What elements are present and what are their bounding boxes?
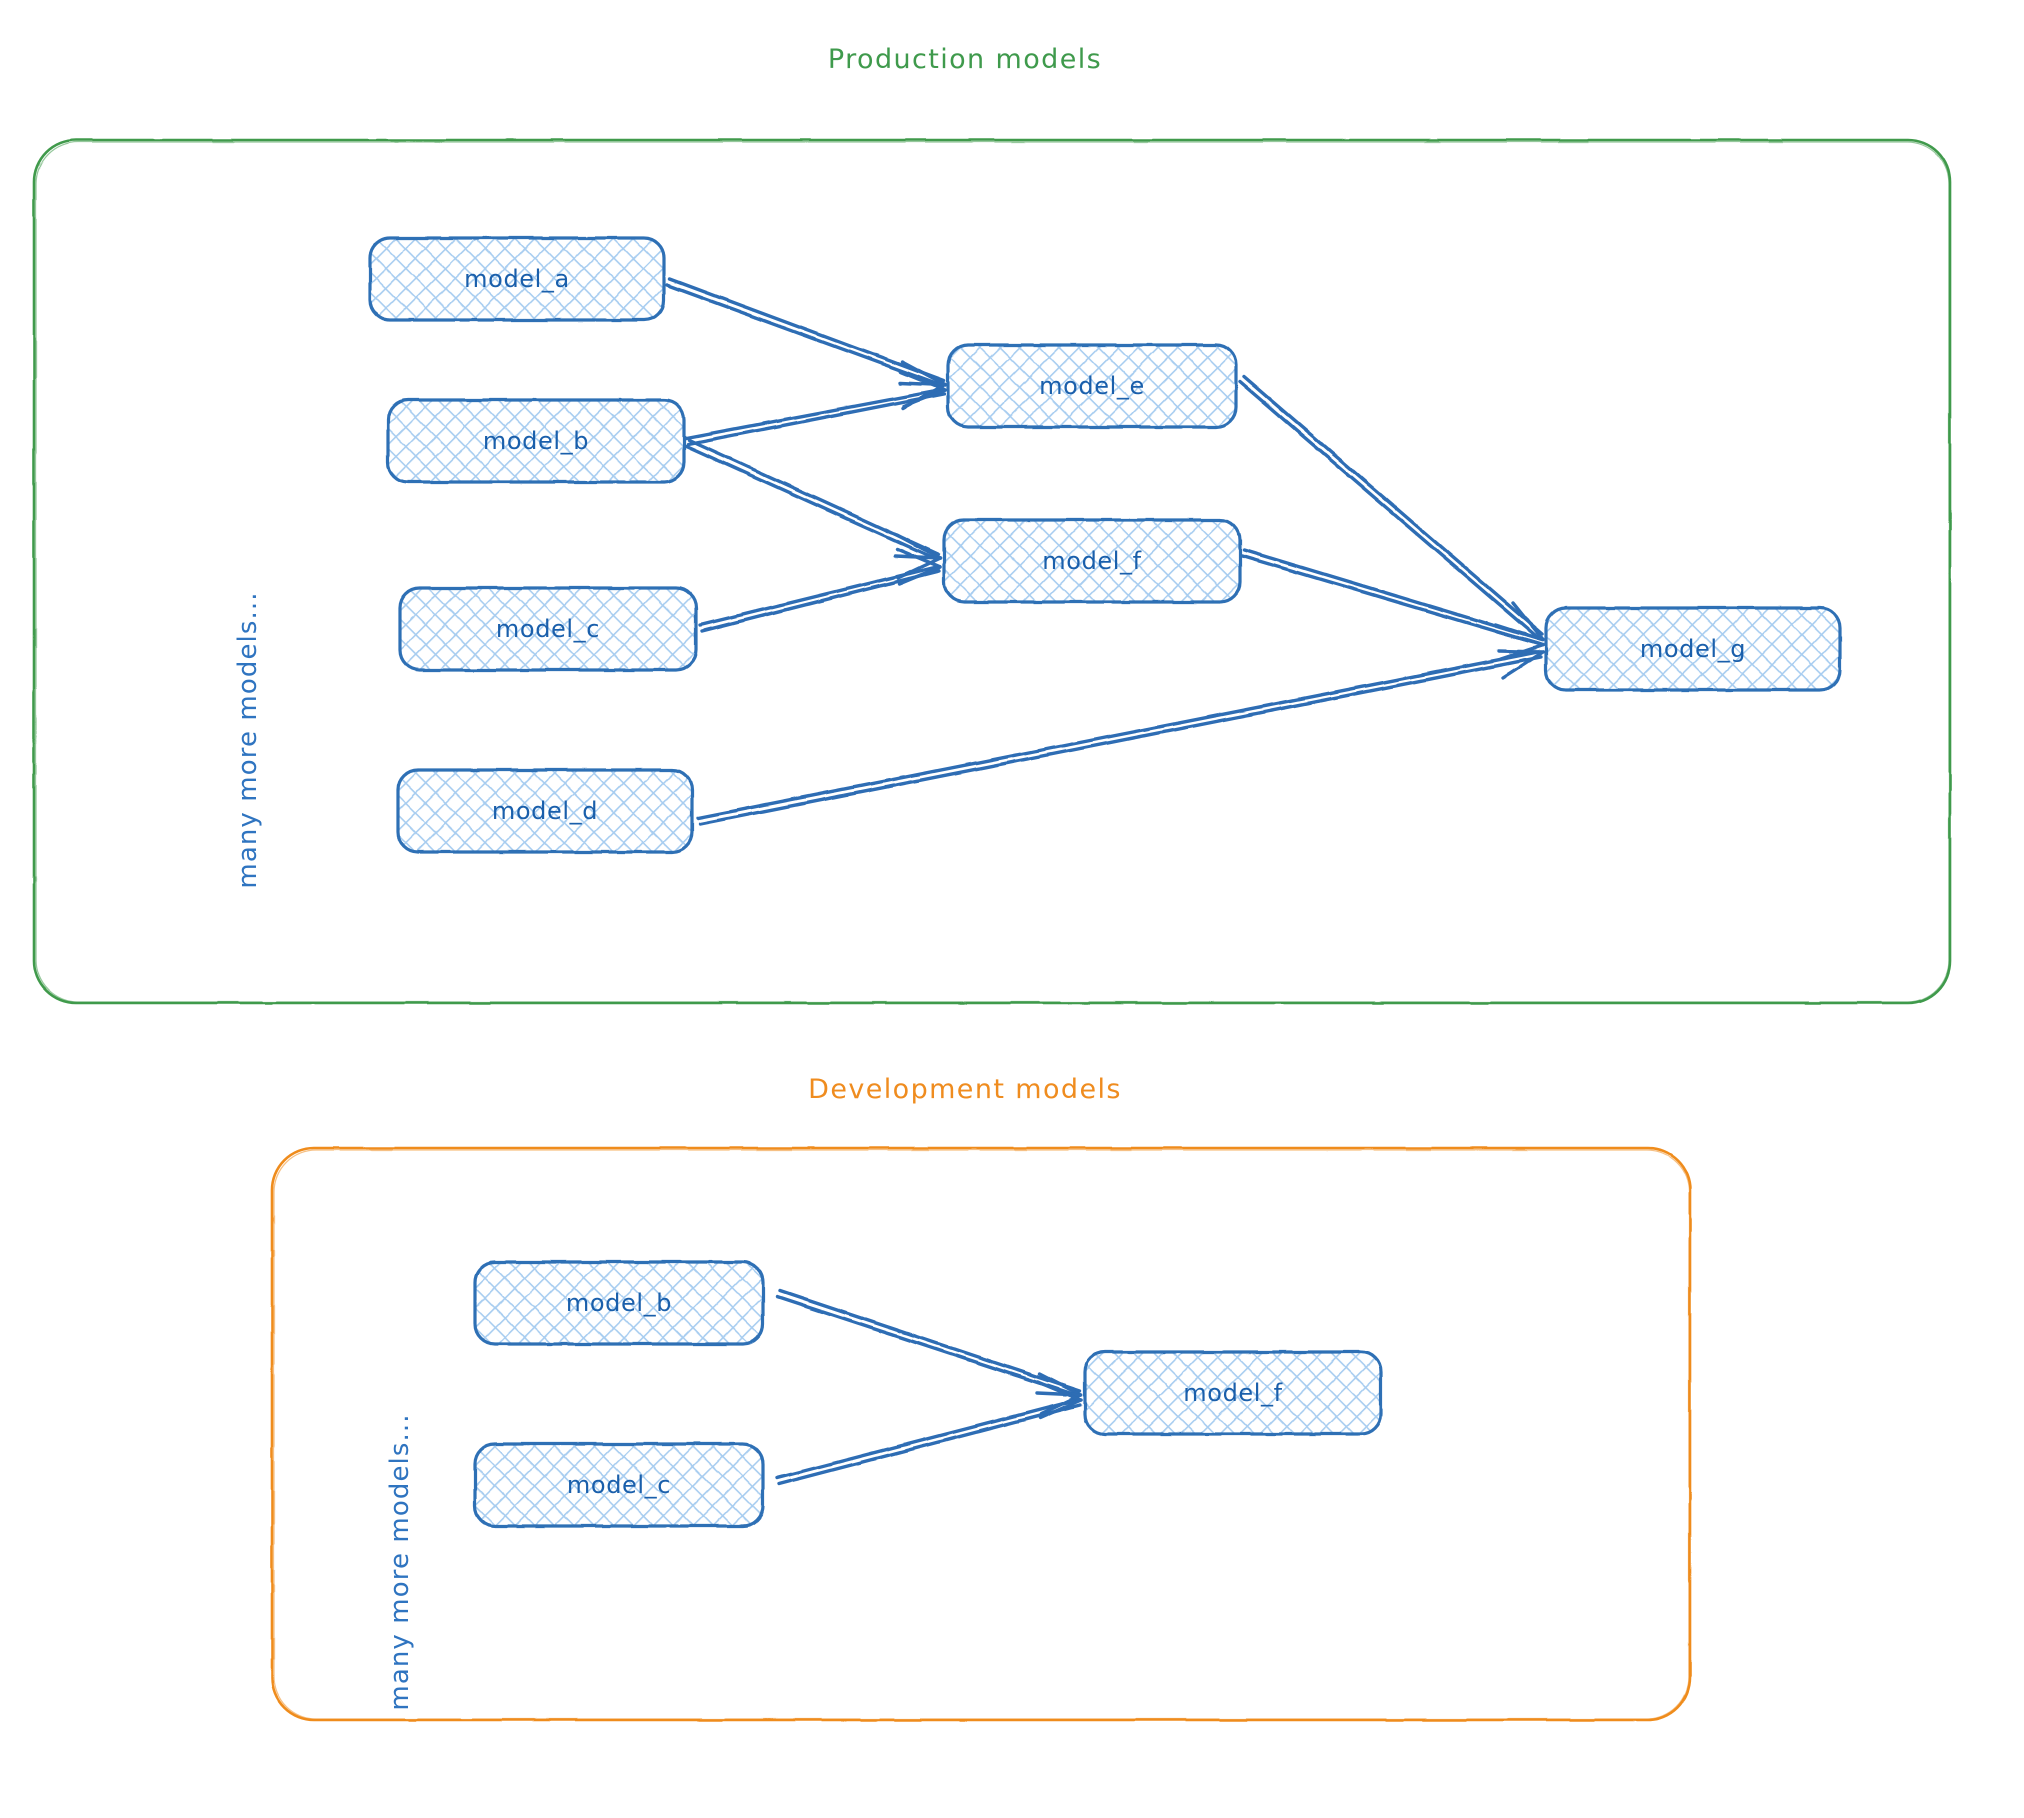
- development-group-title: Development models: [808, 1074, 1122, 1105]
- development-group-container[interactable]: [270, 1146, 1692, 1722]
- node-dev-model-f[interactable]: [1083, 1350, 1383, 1436]
- production-many-more-models-label: many more models...: [233, 591, 263, 889]
- edge-dev-model-c-to-model-f: [775, 1380, 1083, 1486]
- node-prod-model-c[interactable]: [398, 586, 698, 672]
- production-group-container[interactable]: [32, 138, 1952, 1005]
- node-prod-model-e[interactable]: [946, 343, 1238, 429]
- node-prod-model-a[interactable]: [368, 236, 666, 322]
- node-prod-model-f[interactable]: [942, 518, 1242, 604]
- node-prod-model-b[interactable]: [386, 398, 686, 484]
- development-many-more-models-label: many more models...: [385, 1413, 415, 1711]
- node-prod-model-g[interactable]: [1544, 606, 1842, 692]
- edge-model-d-to-model-g: [696, 649, 1545, 826]
- edge-model-c-to-model-f: [698, 547, 942, 633]
- edge-model-b-to-model-e: [684, 370, 947, 446]
- node-prod-model-d[interactable]: [396, 768, 694, 854]
- production-group-title: Production models: [827, 44, 1103, 75]
- edge-model-f-to-model-g: [1240, 548, 1545, 661]
- node-dev-model-c[interactable]: [473, 1442, 765, 1528]
- node-dev-model-b[interactable]: [473, 1260, 765, 1346]
